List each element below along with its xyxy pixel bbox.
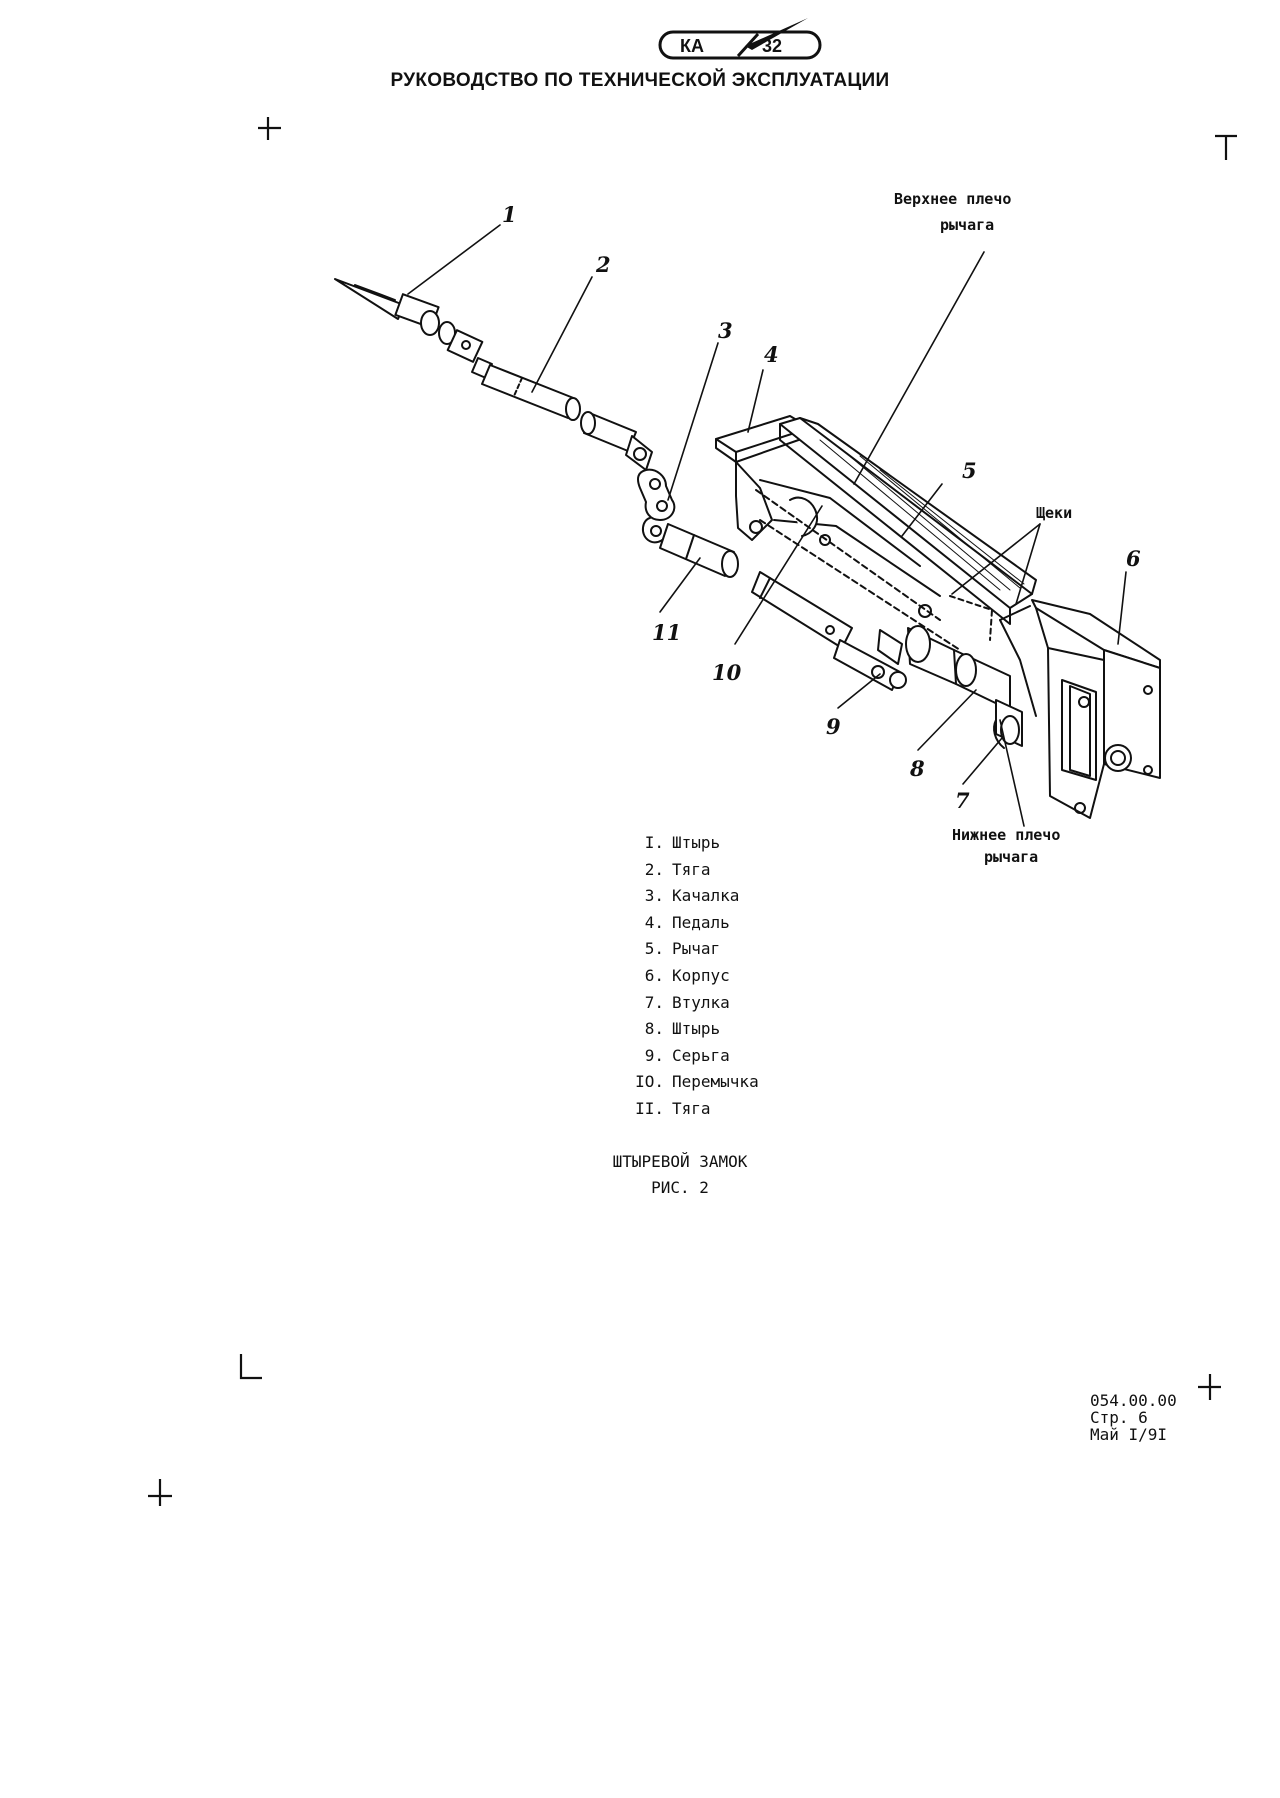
note-upper-arm-line1: Верхнее плечо bbox=[894, 190, 1011, 208]
crosshair-mark-top-left bbox=[258, 117, 281, 140]
page-number: Стр. 6 bbox=[1090, 1408, 1148, 1427]
legend-num: 5. bbox=[644, 939, 664, 959]
figure-number: РИС. 2 bbox=[651, 1178, 709, 1197]
rod-part-11 bbox=[659, 523, 739, 578]
legend-num: 2. bbox=[644, 859, 664, 879]
callout-8: 8 bbox=[909, 756, 925, 781]
link-part-9 bbox=[833, 629, 907, 691]
legend-item: 3. Качалка bbox=[618, 883, 759, 910]
legend-num: 8. bbox=[644, 1019, 664, 1039]
legend-item: 5. Рычаг bbox=[618, 936, 759, 963]
legend-item: I. Штырь bbox=[618, 830, 759, 857]
legend-label: Тяга bbox=[672, 1098, 711, 1118]
legend-num: 7. bbox=[644, 992, 664, 1012]
page-footer: 054.00.00 Стр. 6 Май I/9I bbox=[1090, 1392, 1177, 1443]
leader-5 bbox=[901, 483, 943, 537]
crosshair-mark-lower-left bbox=[148, 1479, 172, 1506]
legend-label: Корпус bbox=[672, 965, 730, 985]
leader-8 bbox=[917, 689, 977, 751]
callout-10: 10 bbox=[712, 660, 742, 685]
leader-lines bbox=[407, 224, 1127, 827]
legend-item: IO. Перемычка bbox=[618, 1069, 759, 1096]
legend-label: Серьга bbox=[672, 1045, 730, 1065]
legend-item: 7. Втулка bbox=[618, 990, 759, 1017]
rod-part-2 bbox=[481, 364, 653, 471]
note-lower-arm-line2: рычага bbox=[984, 848, 1038, 866]
legend-label: Педаль bbox=[672, 912, 730, 932]
legend-item: 4. Педаль bbox=[618, 910, 759, 937]
revision-date: Май I/9I bbox=[1090, 1425, 1168, 1444]
corner-mark-bottom-left bbox=[239, 1354, 262, 1380]
legend-item: 8. Штырь bbox=[618, 1016, 759, 1043]
callout-2: 2 bbox=[595, 252, 611, 277]
callout-5: 5 bbox=[962, 458, 977, 483]
legend-num: 6. bbox=[644, 965, 664, 985]
leader-2 bbox=[531, 276, 593, 393]
legend-item: 9. Серьга bbox=[618, 1043, 759, 1070]
leader-7 bbox=[962, 737, 1003, 785]
legend-num: I. bbox=[644, 833, 664, 852]
callout-3: 3 bbox=[718, 318, 733, 343]
legend-num: 4. bbox=[644, 912, 664, 932]
logo-ka-text: КА bbox=[680, 36, 704, 56]
legend-label: Перемычка bbox=[672, 1072, 759, 1092]
callout-6: 6 bbox=[1126, 546, 1141, 571]
legend-label: Тяга bbox=[672, 859, 711, 879]
note-lower-arm-line1: Нижнее плечо bbox=[952, 826, 1060, 844]
logo-32-text: 32 bbox=[762, 36, 782, 56]
note-upper-arm-line2: рычага bbox=[940, 216, 994, 234]
bushing-part-7 bbox=[993, 699, 1023, 749]
bridge-part-10 bbox=[751, 571, 853, 649]
leader-1 bbox=[407, 224, 501, 295]
legend-label: Штырь bbox=[672, 833, 721, 852]
parts-legend: I. Штырь 2. Тяга 3. Качалка 4. Педаль 5. Рыча… bbox=[618, 830, 759, 1123]
leader-10 bbox=[734, 505, 823, 645]
callout-7: 7 bbox=[955, 788, 970, 813]
leader-lower-arm bbox=[999, 719, 1025, 827]
doc-number: 054.00.00 bbox=[1090, 1391, 1177, 1410]
cheeks-mechanism bbox=[755, 479, 993, 651]
leader-6 bbox=[1117, 571, 1127, 645]
legend-num: IO. bbox=[635, 1072, 664, 1092]
lever-part-5 bbox=[779, 417, 1037, 625]
legend-label: Штырь bbox=[672, 1019, 721, 1039]
leader-cheek-a bbox=[951, 523, 1041, 595]
tee-mark-top-right bbox=[1215, 134, 1237, 160]
pin-part-8 bbox=[905, 625, 1011, 711]
callout-9: 9 bbox=[826, 714, 841, 739]
note-cheeks: Щеки bbox=[1036, 504, 1072, 522]
callout-4: 4 bbox=[764, 342, 779, 367]
leader-11 bbox=[659, 557, 701, 613]
leader-9 bbox=[837, 673, 881, 709]
leader-upper-arm bbox=[853, 251, 985, 485]
housing-part-6 bbox=[999, 599, 1161, 819]
legend-label: Втулка bbox=[672, 992, 730, 1012]
manual-title: РУКОВОДСТВО ПО ТЕХНИЧЕСКОЙ ЭКСПЛУАТАЦИИ bbox=[390, 70, 890, 91]
legend-label: Рычаг bbox=[672, 939, 721, 959]
legend-item: 2. Тяга bbox=[618, 857, 759, 884]
leader-cheek-b bbox=[1015, 523, 1041, 605]
legend-item: II. Тяга bbox=[618, 1096, 759, 1123]
figure-title: ШТЫРЕВОЙ ЗАМОК bbox=[612, 1152, 748, 1171]
leader-3 bbox=[667, 342, 719, 501]
leader-4 bbox=[747, 369, 764, 433]
pin-part-1 bbox=[334, 278, 493, 379]
crosshair-mark-bottom-right bbox=[1198, 1374, 1221, 1400]
legend-label: Качалка bbox=[672, 886, 740, 906]
callout-11: 11 bbox=[652, 620, 681, 645]
callout-1: 1 bbox=[502, 202, 517, 227]
legend-num: 9. bbox=[644, 1045, 664, 1065]
legend-item: 6. Корпус bbox=[618, 963, 759, 990]
legend-num: II. bbox=[635, 1098, 664, 1118]
legend-num: 3. bbox=[644, 886, 664, 906]
ka32-logo: КА 32 bbox=[658, 18, 822, 60]
